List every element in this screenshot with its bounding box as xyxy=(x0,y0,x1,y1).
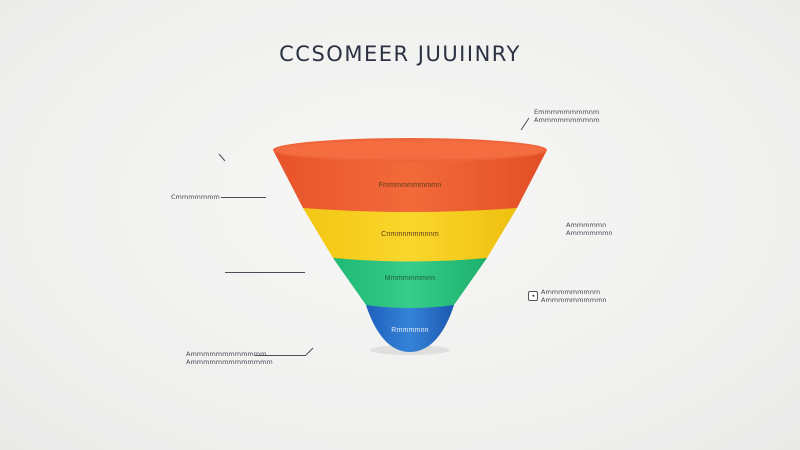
annotation-left-upper: Cmmmmmmm xyxy=(171,193,220,201)
stage-3-label: Mmmmmmmnn xyxy=(384,275,436,282)
annotation-left-lower-rule xyxy=(255,355,306,356)
annotation-line: Ammmmmmmmmmmmm xyxy=(186,358,273,366)
annotation-marker-icon: ◂ xyxy=(528,291,538,301)
annotation-line: Ammmmmmn xyxy=(566,229,613,237)
annotation-top-right: Emmmmmmmmnm Ammmmmmmmnm xyxy=(534,108,600,124)
annotation-left-upper-rule xyxy=(221,197,266,198)
annotation-line: Emmmmmmmmnm xyxy=(534,108,600,116)
annotation-right-lower: Ammmmmmmnm Ammmmmmmmmn xyxy=(541,288,607,304)
annotation-line: Ammmmmmmnm xyxy=(541,288,601,296)
annotation-right-middle: Ammmmmn Ammmmmmn xyxy=(566,221,613,237)
stage-4-label: Rmmmmnn xyxy=(391,327,429,334)
funnel-stage-1 xyxy=(273,150,547,212)
stage-2-label: Cnmmnmmmnnm xyxy=(381,231,439,238)
funnel-stage-3 xyxy=(333,258,487,308)
funnel-stage-2 xyxy=(303,208,517,262)
annotation-line: Ammmmmmmmmn xyxy=(541,296,607,304)
stage-1-label: Fmmmmmmmmmn xyxy=(378,182,442,189)
annotation-line: Ammmmmn xyxy=(566,221,607,229)
annotation-line: Ammmmmmmmmmmm xyxy=(186,350,267,358)
annotation-line: Ammmmmmmmnm xyxy=(534,116,600,124)
annotation-left-middle-rule xyxy=(225,272,305,273)
annotation-left-lower: Ammmmmmmmmmmm Ammmmmmmmmmmmm xyxy=(186,350,273,366)
funnel-stage-4 xyxy=(366,305,454,352)
diagram-title: CCSOMEER JUUIINRY xyxy=(279,42,521,66)
